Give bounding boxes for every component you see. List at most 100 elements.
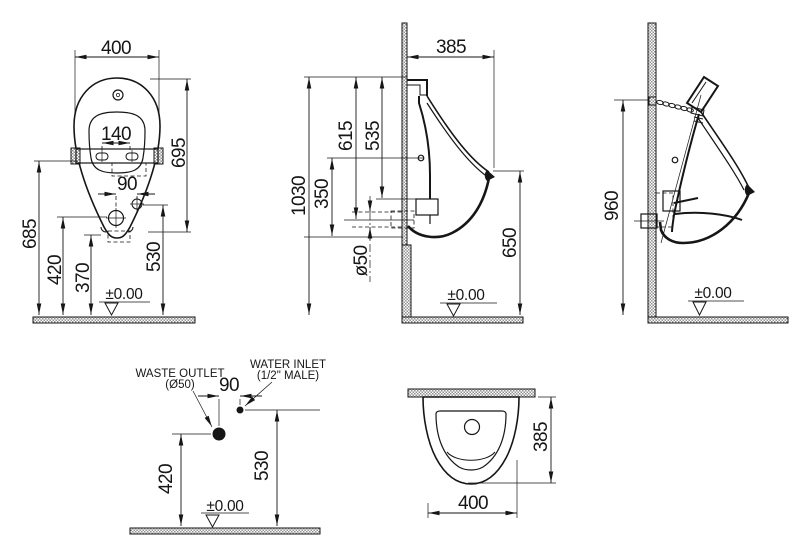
datum-label: ±0.00 — [694, 285, 732, 302]
mounting-rail — [75, 148, 159, 164]
rim-tip — [744, 184, 755, 196]
dimension-label: ø50 — [351, 246, 372, 277]
dim-front-holes: 140 — [101, 124, 132, 152]
dim-front-bottom-height: 370 — [73, 234, 101, 315]
datum-triangle-icon — [446, 303, 461, 318]
waste-leader — [192, 390, 213, 428]
bowl-top-sweep — [426, 95, 490, 173]
datum-connections: ±0.00 — [201, 498, 249, 529]
dimension-label: 385 — [436, 37, 466, 58]
siphon-housing-hidden — [111, 162, 147, 177]
waste-outlet-sublabel: (Ø50) — [165, 379, 195, 391]
datum-front: ±0.00 — [99, 286, 150, 317]
dim-side-total-height: 1030 — [289, 77, 312, 315]
bowl-underside — [407, 177, 491, 239]
dimension-label: 615 — [336, 121, 357, 151]
dimension-label: 90 — [117, 174, 137, 195]
dimension-label: 685 — [20, 219, 41, 249]
installation-urinal-tilted — [634, 75, 755, 245]
spreader-center — [116, 93, 120, 97]
datum-triangle-icon — [692, 301, 707, 317]
dim-install-hook-height: 960 — [602, 99, 648, 315]
datum-triangle-icon — [205, 514, 220, 529]
dimension-label: 350 — [312, 179, 333, 209]
connections-view: WASTE OUTLET (Ø50) WATER INLET (1/2" MAL… — [129, 359, 326, 535]
dimension-label: 530 — [252, 451, 273, 481]
dim-front-fixing-height: 685 — [20, 160, 78, 315]
dim-top-width: 400 — [427, 460, 518, 518]
dim-side-outlet-dia: ø50 — [351, 200, 373, 277]
wall-section-upper — [401, 22, 408, 246]
datum-install: ±0.00 — [688, 285, 744, 317]
dim-side-fix-to-bottom: 350 — [304, 157, 424, 238]
dimension-label: 420 — [45, 255, 66, 285]
wall-hook — [648, 96, 657, 106]
urinal-top-rim — [435, 410, 507, 471]
inlet-leader — [244, 381, 273, 407]
top-box — [685, 75, 720, 114]
dim-front-height: 695 — [148, 78, 191, 233]
floor-section — [647, 316, 789, 324]
dim-conn-inlet-height: 530 — [245, 409, 320, 526]
outlet-housing — [662, 190, 681, 212]
datum-label: ±0.00 — [105, 286, 143, 303]
dim-side-top-to-inlet: 535 — [363, 77, 420, 200]
wall-section — [407, 388, 536, 398]
datum-side: ±0.00 — [440, 287, 497, 318]
dim-top-depth: 385 — [468, 396, 556, 484]
urinal-front-bowl — [88, 111, 146, 174]
wall-section-lower — [401, 244, 412, 318]
drain-hidden — [107, 230, 131, 243]
fixing-screw — [671, 156, 679, 164]
dimension-label: 695 — [169, 138, 190, 168]
floor-section — [401, 316, 524, 324]
urinal-front-outline — [73, 77, 161, 239]
dimension-label: 960 — [602, 191, 623, 221]
dim-side-depth: 385 — [407, 37, 495, 168]
dimension-label: 385 — [531, 422, 552, 452]
waste-outlet-label: WASTE OUTLET — [135, 368, 224, 380]
spreader-icon — [112, 89, 124, 101]
datum-label: ±0.00 — [206, 498, 244, 515]
dim-conn-spacing: 90 — [198, 375, 262, 426]
dimension-label: 650 — [500, 228, 521, 258]
dim-conn-waste-height: 420 — [156, 433, 211, 526]
water-inlet-label: WATER INLET — [250, 359, 326, 371]
outlet-housing — [415, 198, 439, 216]
wall-section — [647, 22, 657, 318]
side-view-urinal — [407, 79, 495, 239]
waste-outlet-point — [212, 427, 226, 441]
installation-view: 960 ±0.00 — [602, 22, 789, 324]
front-view: 400 140 90 695 685 420 — [20, 38, 196, 324]
dimension-label: 1030 — [289, 176, 310, 216]
rim-tip — [484, 170, 495, 181]
dimension-label: 140 — [101, 124, 131, 145]
urinal-top-outline — [422, 396, 520, 485]
hanging-chain — [648, 96, 694, 113]
dimension-label: 90 — [219, 375, 239, 396]
dim-front-outlet-height: 420 — [45, 216, 107, 315]
side-view: 385 1030 615 535 350 ø50 65 — [289, 22, 524, 324]
dimension-label: 400 — [458, 493, 488, 514]
datum-label: ±0.00 — [447, 287, 485, 304]
top-view: 385 400 — [407, 388, 556, 518]
spreader-icon — [463, 418, 481, 436]
dim-side-top-to-outlet: 615 — [336, 77, 359, 219]
water-inlet-sublabel: (1/2" MALE) — [257, 370, 319, 382]
datum-triangle-icon — [104, 302, 119, 317]
urinal-back-edge — [418, 96, 431, 199]
dimension-label: 370 — [73, 263, 94, 293]
water-inlet-point — [236, 406, 244, 414]
floor-section — [32, 316, 196, 324]
bowl-underside — [658, 192, 751, 245]
dim-front-width: 400 — [74, 38, 160, 116]
dim-side-rim-height: 650 — [493, 170, 524, 315]
floor-section — [129, 527, 321, 535]
dimension-label: 535 — [363, 121, 384, 151]
dim-front-offset: 90 — [98, 174, 155, 209]
dimension-label: 400 — [101, 38, 131, 59]
dimension-label: 530 — [144, 242, 165, 272]
dim-front-inlet-height: 530 — [143, 204, 168, 315]
